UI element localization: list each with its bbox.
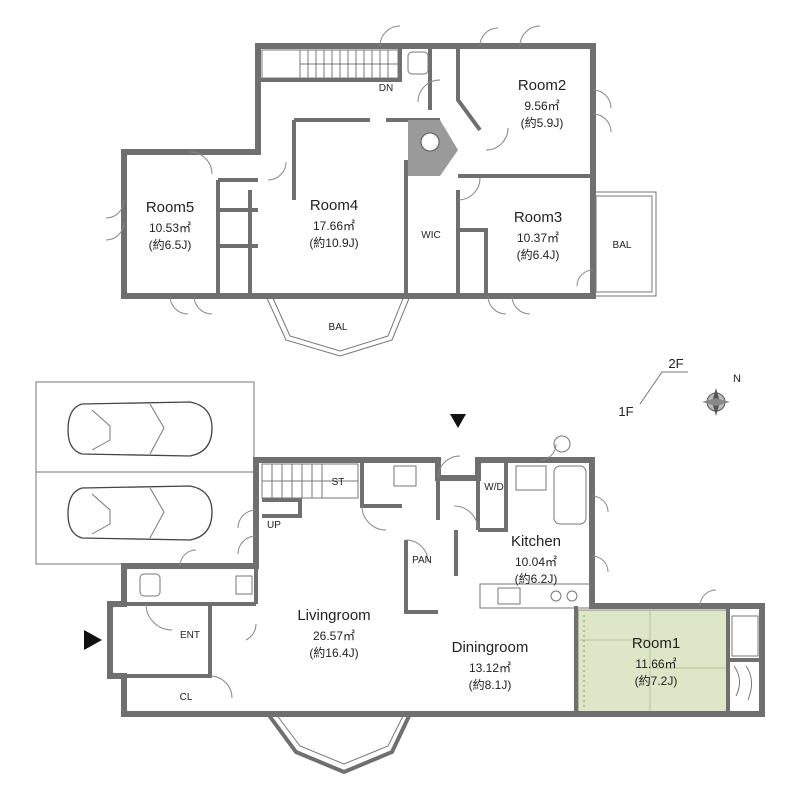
room5-name: Room5 — [146, 199, 194, 216]
livingroom-area: 26.57㎡ — [313, 629, 355, 643]
room3-name: Room3 — [514, 209, 562, 226]
room5-jo: (約6.5J) — [149, 237, 192, 252]
diningroom-area: 13.12㎡ — [469, 661, 511, 675]
water-heater — [553, 435, 571, 453]
floor-label-2f: 2F — [668, 356, 683, 371]
washbasin — [515, 465, 547, 491]
room4-jo: (約10.9J) — [309, 235, 358, 250]
livingroom-name: Livingroom — [297, 607, 370, 624]
entrance-label: ENT — [180, 630, 200, 641]
entrance-arrow-icon — [84, 630, 102, 650]
kitchen-jo: (約6.2J) — [515, 571, 558, 586]
room4-name: Room4 — [310, 197, 358, 214]
room2-jo: (約5.9J) — [521, 115, 564, 130]
floor-label-1f: 1F — [618, 404, 633, 419]
wic-label: WIC — [421, 230, 440, 241]
kitchen-name: Kitchen — [511, 533, 561, 550]
wall-1f-outer — [107, 457, 765, 717]
toilet-1f — [139, 573, 161, 597]
balcony-east-label: BAL — [613, 240, 632, 251]
room5-area: 10.53㎡ — [149, 221, 191, 235]
compass-north-label: N — [733, 373, 741, 385]
diningroom-name: Diningroom — [452, 639, 529, 656]
compass-icon: N — [702, 373, 741, 416]
diningroom-jo: (約8.1J) — [469, 677, 512, 692]
floor-indicator: 2F 1F — [618, 356, 688, 419]
room1-name: Room1 — [632, 635, 680, 652]
bay-window-living — [266, 712, 412, 775]
kitchen-counter — [479, 583, 591, 609]
balcony-bay-label: BAL — [329, 322, 348, 333]
stair-down-label: DN — [379, 83, 393, 94]
room1-jo: (約7.2J) — [635, 673, 678, 688]
room4-area: 17.66㎡ — [313, 219, 355, 233]
kitchen-area: 10.04㎡ — [515, 555, 557, 569]
bathtub — [553, 465, 587, 525]
carport — [35, 381, 255, 565]
stair-1f — [261, 463, 359, 499]
storage-label: ST — [332, 477, 345, 488]
room3-area: 10.37㎡ — [517, 231, 559, 245]
pantry-label: PAN — [412, 555, 432, 566]
sink-1f — [393, 465, 417, 487]
room3-jo: (約6.4J) — [517, 247, 560, 262]
service-entrance-arrow-icon — [450, 414, 466, 428]
toilet-2f — [407, 51, 429, 75]
stair-up-label: UP — [267, 520, 281, 531]
wall-2f-outer — [121, 43, 596, 299]
stair-2f — [261, 49, 399, 79]
livingroom-jo: (約16.4J) — [309, 645, 358, 660]
second-floor — [105, 25, 657, 357]
balcony-bay — [265, 295, 411, 357]
closet-label: CL — [180, 692, 193, 703]
handbasin-1f — [235, 575, 253, 595]
room2-name: Room2 — [518, 77, 566, 94]
room2-area: 9.56㎡ — [524, 99, 559, 113]
room1-area: 11.66㎡ — [635, 657, 676, 671]
washer-dryer-label: W/D — [484, 482, 503, 493]
first-floor — [35, 381, 765, 775]
